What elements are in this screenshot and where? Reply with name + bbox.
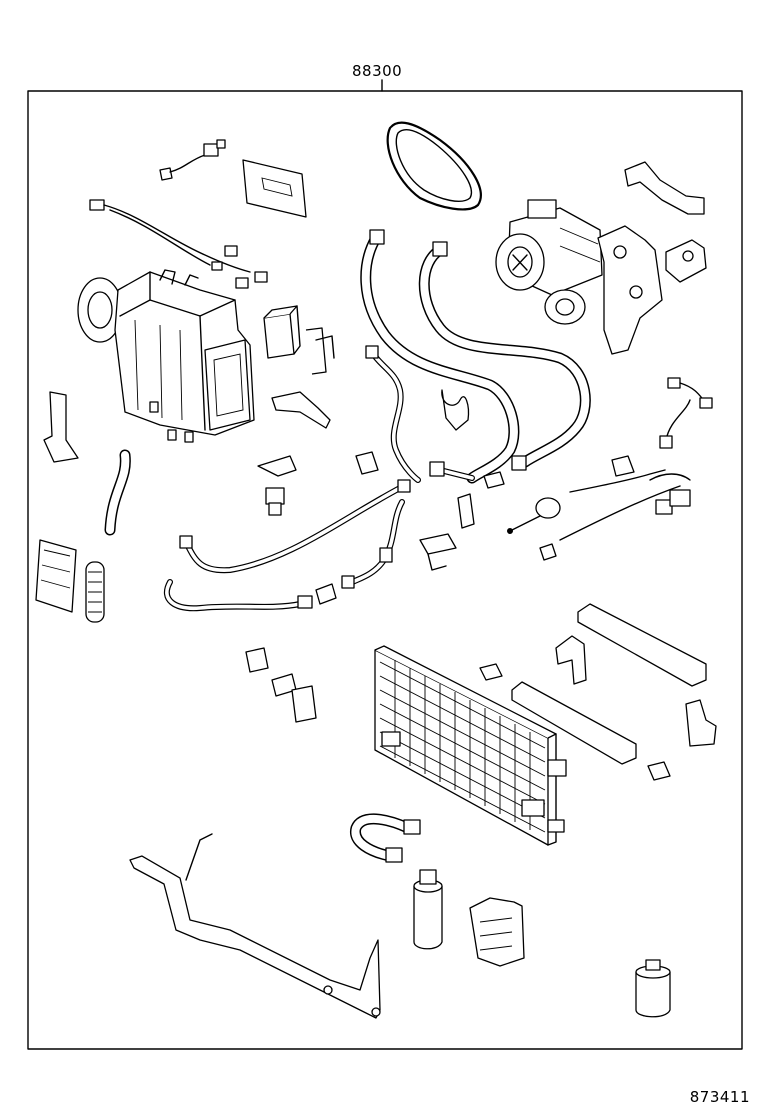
clip-part[interactable] <box>611 455 635 477</box>
support-brace-part[interactable] <box>129 833 381 1019</box>
rubber-block-part-a[interactable] <box>479 663 503 681</box>
liquid-hose-part[interactable] <box>350 813 421 863</box>
receiver-tank-part[interactable] <box>413 869 443 950</box>
magnetic-valve-part[interactable] <box>559 469 691 541</box>
receiver-bracket-part[interactable] <box>469 897 525 967</box>
rubber-block-part-b[interactable] <box>647 761 671 781</box>
pressure-switch-part[interactable] <box>257 455 297 516</box>
thermistor-harness-part[interactable] <box>659 377 713 449</box>
filter-pad-part[interactable] <box>35 539 77 613</box>
grommet-part-c[interactable] <box>291 685 317 723</box>
liquid-pipe-part[interactable] <box>365 345 421 483</box>
cooler-pipe-part-b[interactable] <box>163 579 313 612</box>
blower-unit-part[interactable] <box>77 269 255 443</box>
discharge-hose-part[interactable] <box>418 241 591 471</box>
insulator-tube-part[interactable] <box>85 561 105 623</box>
cooler-pipe-part-a[interactable] <box>179 479 411 574</box>
suction-hose-part[interactable] <box>360 229 520 484</box>
pipe-clamp-part-a[interactable] <box>355 451 379 475</box>
receiver-part[interactable] <box>635 959 671 1018</box>
gasket-plate-part[interactable] <box>242 159 307 218</box>
thermostat-part[interactable] <box>507 497 561 561</box>
bracket-part-d[interactable] <box>685 699 717 747</box>
drain-hose-part[interactable] <box>104 449 131 536</box>
figure-number-label: 873411 <box>689 1088 750 1106</box>
compressor-part[interactable] <box>495 199 603 325</box>
compressor-bracket-part[interactable] <box>597 225 707 355</box>
left-bracket-part[interactable] <box>43 391 79 463</box>
bracket-part-a[interactable] <box>305 327 335 375</box>
switch-connector-part[interactable] <box>159 139 226 181</box>
grommet-part-a[interactable] <box>245 647 269 673</box>
expansion-fitting-part[interactable] <box>315 583 337 605</box>
seal-strip-part-b[interactable] <box>511 681 637 765</box>
pipe-clamp-part-b[interactable] <box>457 493 475 529</box>
wire-harness-part[interactable] <box>89 199 268 289</box>
drive-belt-part[interactable] <box>386 121 482 211</box>
upper-bracket-part[interactable] <box>624 161 705 215</box>
condenser-part[interactable] <box>374 645 567 846</box>
cooler-pipe-part-c[interactable] <box>341 499 405 589</box>
bracket-part-b[interactable] <box>271 391 331 429</box>
kit-part-number-label: 88300 <box>352 62 403 80</box>
bracket-part-c[interactable] <box>555 635 587 685</box>
hose-clamp-part[interactable] <box>441 389 470 431</box>
pipe-fitting-part[interactable] <box>483 471 505 489</box>
seal-strip-part-a[interactable] <box>577 603 707 687</box>
kit-frame <box>27 79 743 1050</box>
relay-part[interactable] <box>263 305 301 359</box>
pipe-bracket-part[interactable] <box>419 533 457 571</box>
